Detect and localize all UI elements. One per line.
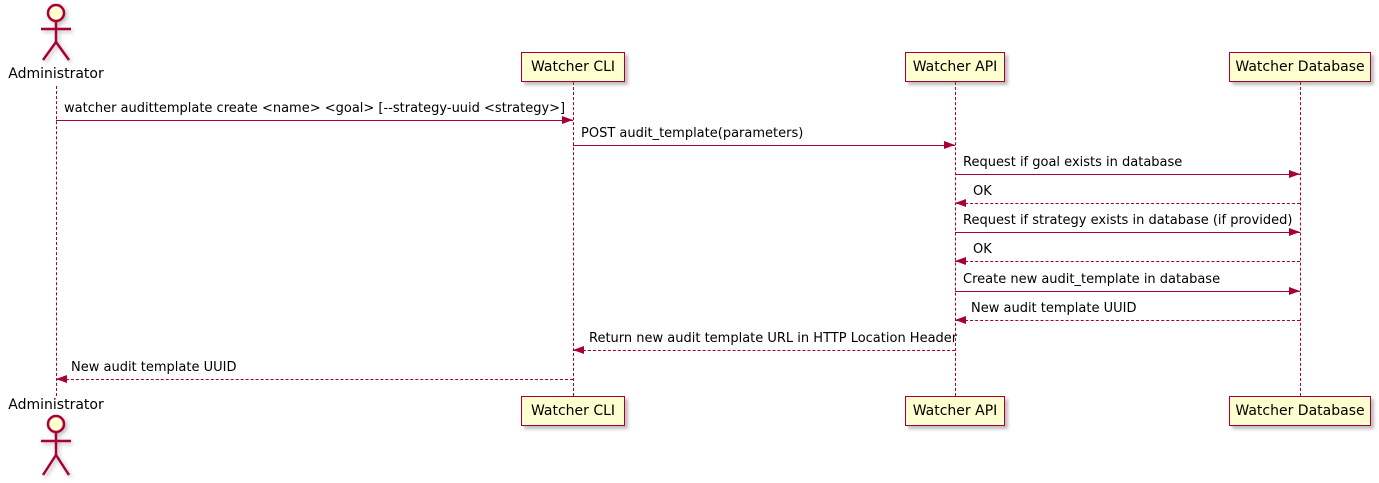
message-arrow — [573, 145, 955, 146]
message-label: OK — [973, 242, 992, 257]
message-label: Request if strategy exists in database (… — [963, 213, 1293, 228]
actor-label-administrator-bottom: Administrator — [8, 397, 104, 413]
participant-watcher-cli-bottom: Watcher CLI — [521, 396, 625, 426]
message-arrow — [955, 261, 1300, 262]
message-label: New audit template UUID — [971, 301, 1137, 316]
actor-icon — [36, 3, 76, 69]
arrowhead-left-icon — [955, 257, 966, 265]
actor-label-administrator-top: Administrator — [8, 66, 104, 82]
arrowhead-right-icon — [944, 141, 955, 149]
actor-icon — [36, 413, 76, 483]
message-label: watcher audittemplate create <name> <goa… — [64, 101, 566, 116]
message-label: Request if goal exists in database — [963, 155, 1183, 170]
message-arrow — [56, 379, 573, 380]
participant-watcher-api-bottom: Watcher API — [905, 396, 1005, 426]
message-label: OK — [973, 184, 992, 199]
message-label: New audit template UUID — [71, 360, 237, 375]
arrowhead-left-icon — [573, 346, 584, 354]
lifeline-watcher-database — [1300, 82, 1301, 396]
message-arrow — [56, 120, 573, 121]
arrowhead-left-icon — [955, 316, 966, 324]
arrowhead-right-icon — [562, 116, 573, 124]
participant-watcher-cli-top: Watcher CLI — [521, 52, 625, 82]
message-arrow — [955, 174, 1300, 175]
message-arrow — [955, 320, 1300, 321]
message-label: Create new audit_template in database — [963, 272, 1221, 287]
participant-watcher-database-bottom: Watcher Database — [1229, 396, 1371, 426]
message-arrow — [955, 232, 1300, 233]
message-label: Return new audit template URL in HTTP Lo… — [589, 331, 958, 346]
message-label: POST audit_template(parameters) — [581, 126, 804, 141]
message-arrow — [955, 203, 1300, 204]
message-arrow — [955, 291, 1300, 292]
participant-watcher-api-top: Watcher API — [905, 52, 1005, 82]
arrowhead-left-icon — [955, 199, 966, 207]
arrowhead-left-icon — [56, 375, 67, 383]
participant-watcher-database-top: Watcher Database — [1229, 52, 1371, 82]
lifeline-watcher-cli — [573, 82, 574, 396]
lifeline-administrator — [56, 86, 57, 396]
arrowhead-right-icon — [1289, 228, 1300, 236]
arrowhead-right-icon — [1289, 170, 1300, 178]
message-arrow — [573, 350, 955, 351]
arrowhead-right-icon — [1289, 287, 1300, 295]
lifeline-watcher-api — [955, 82, 956, 396]
